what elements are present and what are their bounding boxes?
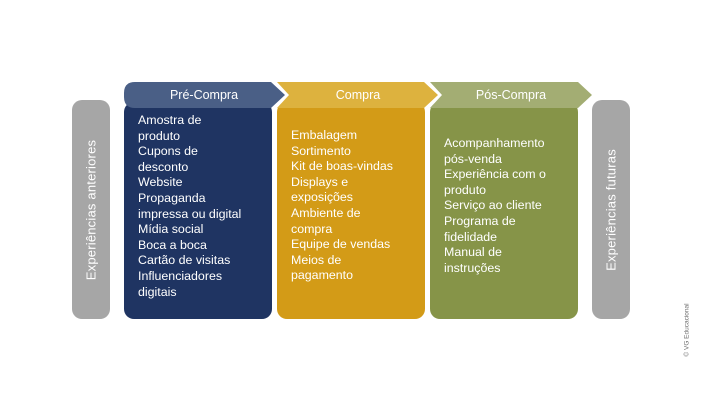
stage-item: Kit de boas-vindas [291, 159, 393, 174]
future-experiences-label: Experiências futuras [603, 148, 619, 271]
post-purchase-header-arrow [430, 82, 592, 108]
stage-item: Boca a boca [138, 237, 207, 252]
stage-item: digitais [138, 284, 177, 299]
stage-item: fidelidade [444, 229, 498, 244]
stage-item: impressa ou digital [138, 206, 242, 221]
stage-item: Ambiente de [291, 205, 361, 220]
stage-item: Cartão de visitas [138, 253, 231, 268]
stage-item: compra [291, 221, 333, 236]
pre-purchase-header-label: Pré-Compra [169, 88, 239, 102]
stage-item: Programa de [444, 213, 516, 228]
stage-item: Influenciadores [138, 268, 223, 283]
post-purchase-header-label: Pós-Compra [475, 88, 547, 102]
stage-item: Displays e [291, 174, 349, 189]
stage-item: instruções [444, 260, 501, 275]
stage-item: Sortimento [291, 143, 351, 158]
stage-item: Equipe de vendas [291, 237, 391, 252]
pre-purchase-header-arrow [124, 82, 285, 108]
stage-item: Embalagem [291, 128, 358, 142]
stage-item: Acompanhamento [444, 136, 545, 150]
stage-item: pagamento [291, 268, 354, 283]
stage-item: Amostra de [138, 113, 202, 127]
stage-item: pós-venda [444, 151, 502, 166]
stage-item: produto [444, 182, 487, 197]
purchase-header-label: Compra [335, 88, 381, 102]
stage-item: produto [138, 128, 181, 143]
future-experiences-bar: Experiências futuras [592, 100, 630, 319]
stage-item: Serviço ao cliente [444, 198, 542, 213]
stage-item: Mídia social [138, 222, 204, 237]
stage-item: Website [138, 175, 183, 190]
copyright-watermark: © VG Educacional [683, 303, 691, 357]
stage-item: Cupons de [138, 144, 198, 159]
stage-item: Propaganda [138, 190, 206, 205]
previous-experiences-bar: Experiências anteriores [72, 100, 110, 319]
stage-item: exposições [291, 190, 353, 205]
stage-item: Experiência com o [444, 167, 546, 182]
stage-item: desconto [138, 159, 189, 174]
stage-item: Meios de [291, 252, 342, 267]
stage-item: Manual de [444, 245, 502, 260]
purchase-header-arrow [277, 82, 438, 108]
